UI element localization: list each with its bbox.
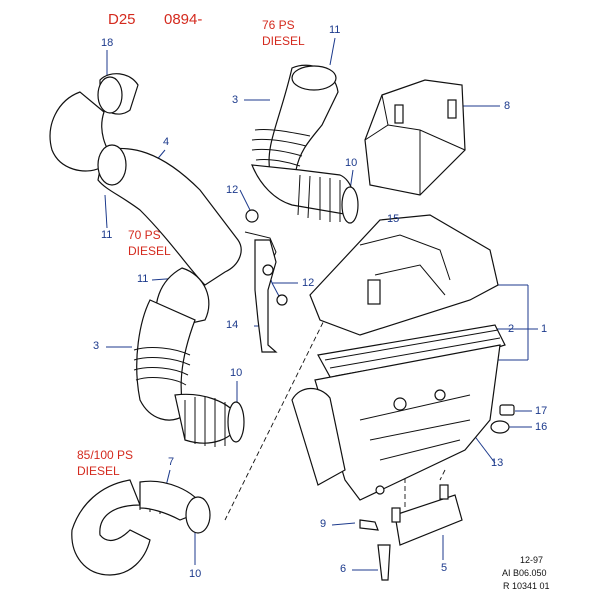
callout-18: 18 (101, 37, 114, 49)
model-code: D25 (108, 11, 136, 28)
callout-1: 1 (541, 323, 548, 335)
callout-7: 7 (168, 456, 175, 468)
callout-14: 14 (226, 319, 239, 331)
hose-85ps (71, 479, 211, 576)
callout-5: 5 (441, 562, 448, 574)
callout-12-upper: 12 (226, 184, 239, 196)
variant-85ps-fuel: DIESEL (77, 464, 120, 478)
air-cleaner-housing (291, 214, 506, 501)
callout-8: 8 (504, 100, 511, 112)
pipe-assembly-70ps (49, 73, 288, 447)
callout-3-left: 3 (93, 340, 100, 352)
callout-9: 9 (320, 518, 327, 530)
heat-shield (364, 79, 466, 196)
callout-2: 2 (508, 323, 515, 335)
callout-10-top: 10 (345, 157, 358, 169)
callout-10-mid: 10 (230, 367, 243, 379)
callout-11-mid: 11 (137, 273, 149, 285)
callout-13: 13 (491, 457, 504, 469)
footer-ref-2: R 10341 01 (503, 581, 550, 591)
small-parts (359, 404, 515, 581)
footer-ref-1: AI B06.050 (502, 568, 547, 578)
callout-3-top: 3 (232, 94, 239, 106)
callout-6: 6 (340, 563, 347, 575)
callout-10-bottom: 10 (189, 568, 202, 580)
callout-4: 4 (163, 136, 170, 148)
callout-15: 15 (387, 213, 400, 225)
variant-85ps-power: 85/100 PS (77, 448, 134, 462)
date-code: 0894- (164, 11, 203, 28)
callout-12-right: 12 (302, 277, 315, 289)
callout-11-top: 11 (329, 24, 341, 36)
callout-16: 16 (535, 421, 548, 433)
footer-date: 12-97 (520, 555, 544, 565)
variant-76ps-power: 76 PS (262, 18, 295, 32)
hose-76ps (251, 64, 359, 224)
variant-70ps-power: 70 PS (128, 228, 161, 242)
variant-70ps-fuel: DIESEL (128, 244, 171, 258)
callout-17: 17 (535, 405, 548, 417)
callout-11-left: 11 (101, 229, 113, 241)
variant-76ps-fuel: DIESEL (262, 34, 305, 48)
